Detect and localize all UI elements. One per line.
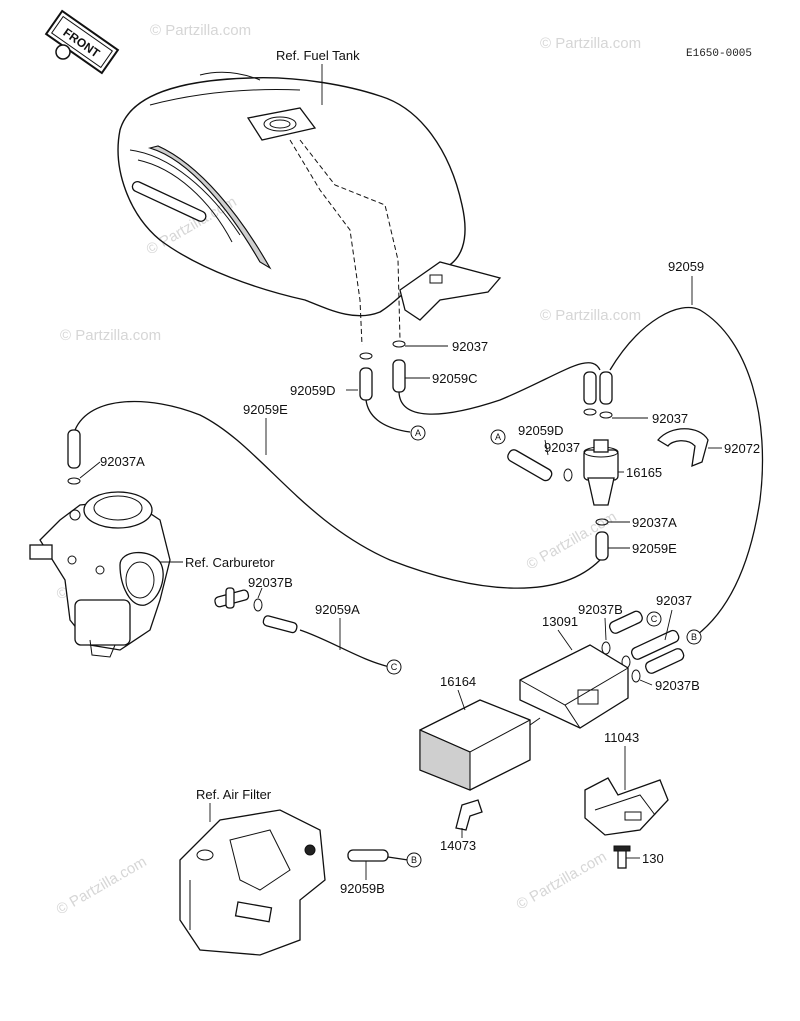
ref-air-filter-label: Ref. Air Filter <box>196 787 272 802</box>
fuel-tank: Ref. Fuel Tank <box>117 48 502 346</box>
part-11043: 11043 <box>604 730 639 745</box>
svg-text:B: B <box>411 855 417 865</box>
part-92037-canister: 92037 <box>656 593 692 608</box>
watermark-text: © Partzilla.com <box>54 853 150 918</box>
part-92059-top: 92059 <box>668 259 704 274</box>
part-92059b: 92059B <box>340 881 385 896</box>
watermark-text: © Partzilla.com <box>514 848 610 913</box>
part-92059c: 92059C <box>432 371 478 386</box>
part-92037-mid: 92037 <box>544 440 580 455</box>
part-92037-right: 92037 <box>652 411 688 426</box>
part-92059d-mid: 92059D <box>518 423 564 438</box>
hose-92059c <box>392 359 406 393</box>
pump-inlet-hoses: 92037 <box>583 371 688 426</box>
svg-text:A: A <box>495 432 501 442</box>
part-92037b-right: 92037B <box>655 678 700 693</box>
part-92059a: 92059A <box>315 602 360 617</box>
ref-carburetor-label: Ref. Carburetor <box>185 555 275 570</box>
hose-92059d <box>359 367 373 401</box>
part-92059e-right: 92059E <box>632 541 677 556</box>
canister-hoses: 92037B 92037 92037B <box>578 593 700 693</box>
part-16164: 16164 <box>440 674 476 689</box>
watermark-text: © Partzilla.com <box>540 307 641 324</box>
hose-92059e-right <box>595 531 609 561</box>
hose-92059d-mid: 92059D 92037 <box>507 423 580 482</box>
hose-92059b: 92059B <box>340 849 409 896</box>
fuel-pump: 16165 <box>583 439 662 506</box>
part-92037a-right: 92037A <box>632 515 677 530</box>
canister-bracket: 11043 <box>584 730 669 836</box>
watermark-text: © Partzilla.com <box>150 22 251 39</box>
watermark-text: © Partzilla.com <box>540 35 641 52</box>
hose-end-carb <box>67 429 81 469</box>
svg-text:C: C <box>651 614 658 624</box>
tee-fitting: 92037B 92059A <box>214 575 391 668</box>
svg-text:B: B <box>691 632 697 642</box>
diagram-code: E1650-0005 <box>686 48 752 60</box>
canister: 16164 <box>419 674 541 791</box>
arrow-icon <box>55 44 71 60</box>
part-130: 130 <box>642 851 664 866</box>
svg-text:C: C <box>391 662 398 672</box>
part-92037a-left: 92037A <box>100 454 145 469</box>
front-direction-badge: FRONT <box>44 9 120 75</box>
connector-b-2: B <box>406 852 422 868</box>
watermark-text: © Partzilla.com <box>60 327 161 344</box>
part-92059e-left: 92059E <box>243 402 288 417</box>
part-16165: 16165 <box>626 465 662 480</box>
canister-cover: 13091 <box>519 614 629 729</box>
part-92037b-carb: 92037B <box>248 575 293 590</box>
part-13091: 13091 <box>542 614 578 629</box>
part-92072: 92072 <box>724 441 760 456</box>
ref-fuel-tank-label: Ref. Fuel Tank <box>276 48 360 63</box>
connector-c-2: C <box>646 611 662 627</box>
connector-c-1: C <box>386 659 402 675</box>
bolt-130: 130 <box>613 845 664 869</box>
svg-text:A: A <box>415 428 421 438</box>
carburetor: Ref. Carburetor <box>29 491 275 658</box>
part-14073: 14073 <box>440 838 476 853</box>
part-92037b-top: 92037B <box>578 602 623 617</box>
connector-a-1: A <box>410 425 426 441</box>
part-92037-tank: 92037 <box>452 339 488 354</box>
elbow-14073: 14073 <box>440 799 483 853</box>
air-filter-housing: Ref. Air Filter <box>179 787 326 956</box>
part-92059d-left: 92059D <box>290 383 336 398</box>
connector-b-1: B <box>686 629 702 645</box>
watermarks: © Partzilla.com © Partzilla.com © Partzi… <box>54 22 642 918</box>
tank-outlet-clamps: 92037 92059C 92059D <box>290 339 488 401</box>
connector-a-2: A <box>490 429 506 445</box>
pump-bracket: 92072 <box>657 428 760 468</box>
